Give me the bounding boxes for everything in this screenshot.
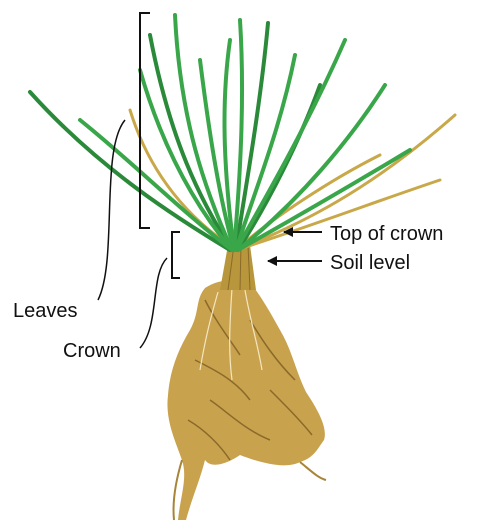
crown-label: Crown	[63, 341, 121, 361]
soil-level-label: Soil level	[330, 253, 410, 273]
leaves-label: Leaves	[13, 301, 78, 321]
leaf-blades	[30, 15, 455, 250]
crown-bracket	[172, 232, 180, 278]
crown-leader-line	[140, 258, 167, 348]
root-mass	[167, 280, 326, 520]
top-of-crown-label: Top of crown	[330, 224, 443, 244]
